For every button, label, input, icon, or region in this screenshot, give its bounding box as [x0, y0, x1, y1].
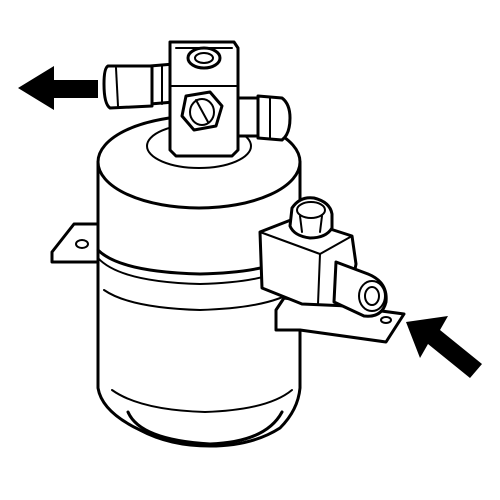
inlet-arrow-icon: [406, 316, 482, 378]
canister-body: [96, 160, 302, 448]
outlet-fitting: [102, 62, 176, 110]
inlet-fitting-block: [258, 196, 388, 318]
sight-glass-icon: [186, 46, 222, 70]
outlet-arrow-icon: [18, 66, 98, 110]
top-block-housing: [168, 40, 240, 158]
right-mounting-bracket: [274, 296, 406, 344]
top-right-fitting: [236, 94, 292, 142]
